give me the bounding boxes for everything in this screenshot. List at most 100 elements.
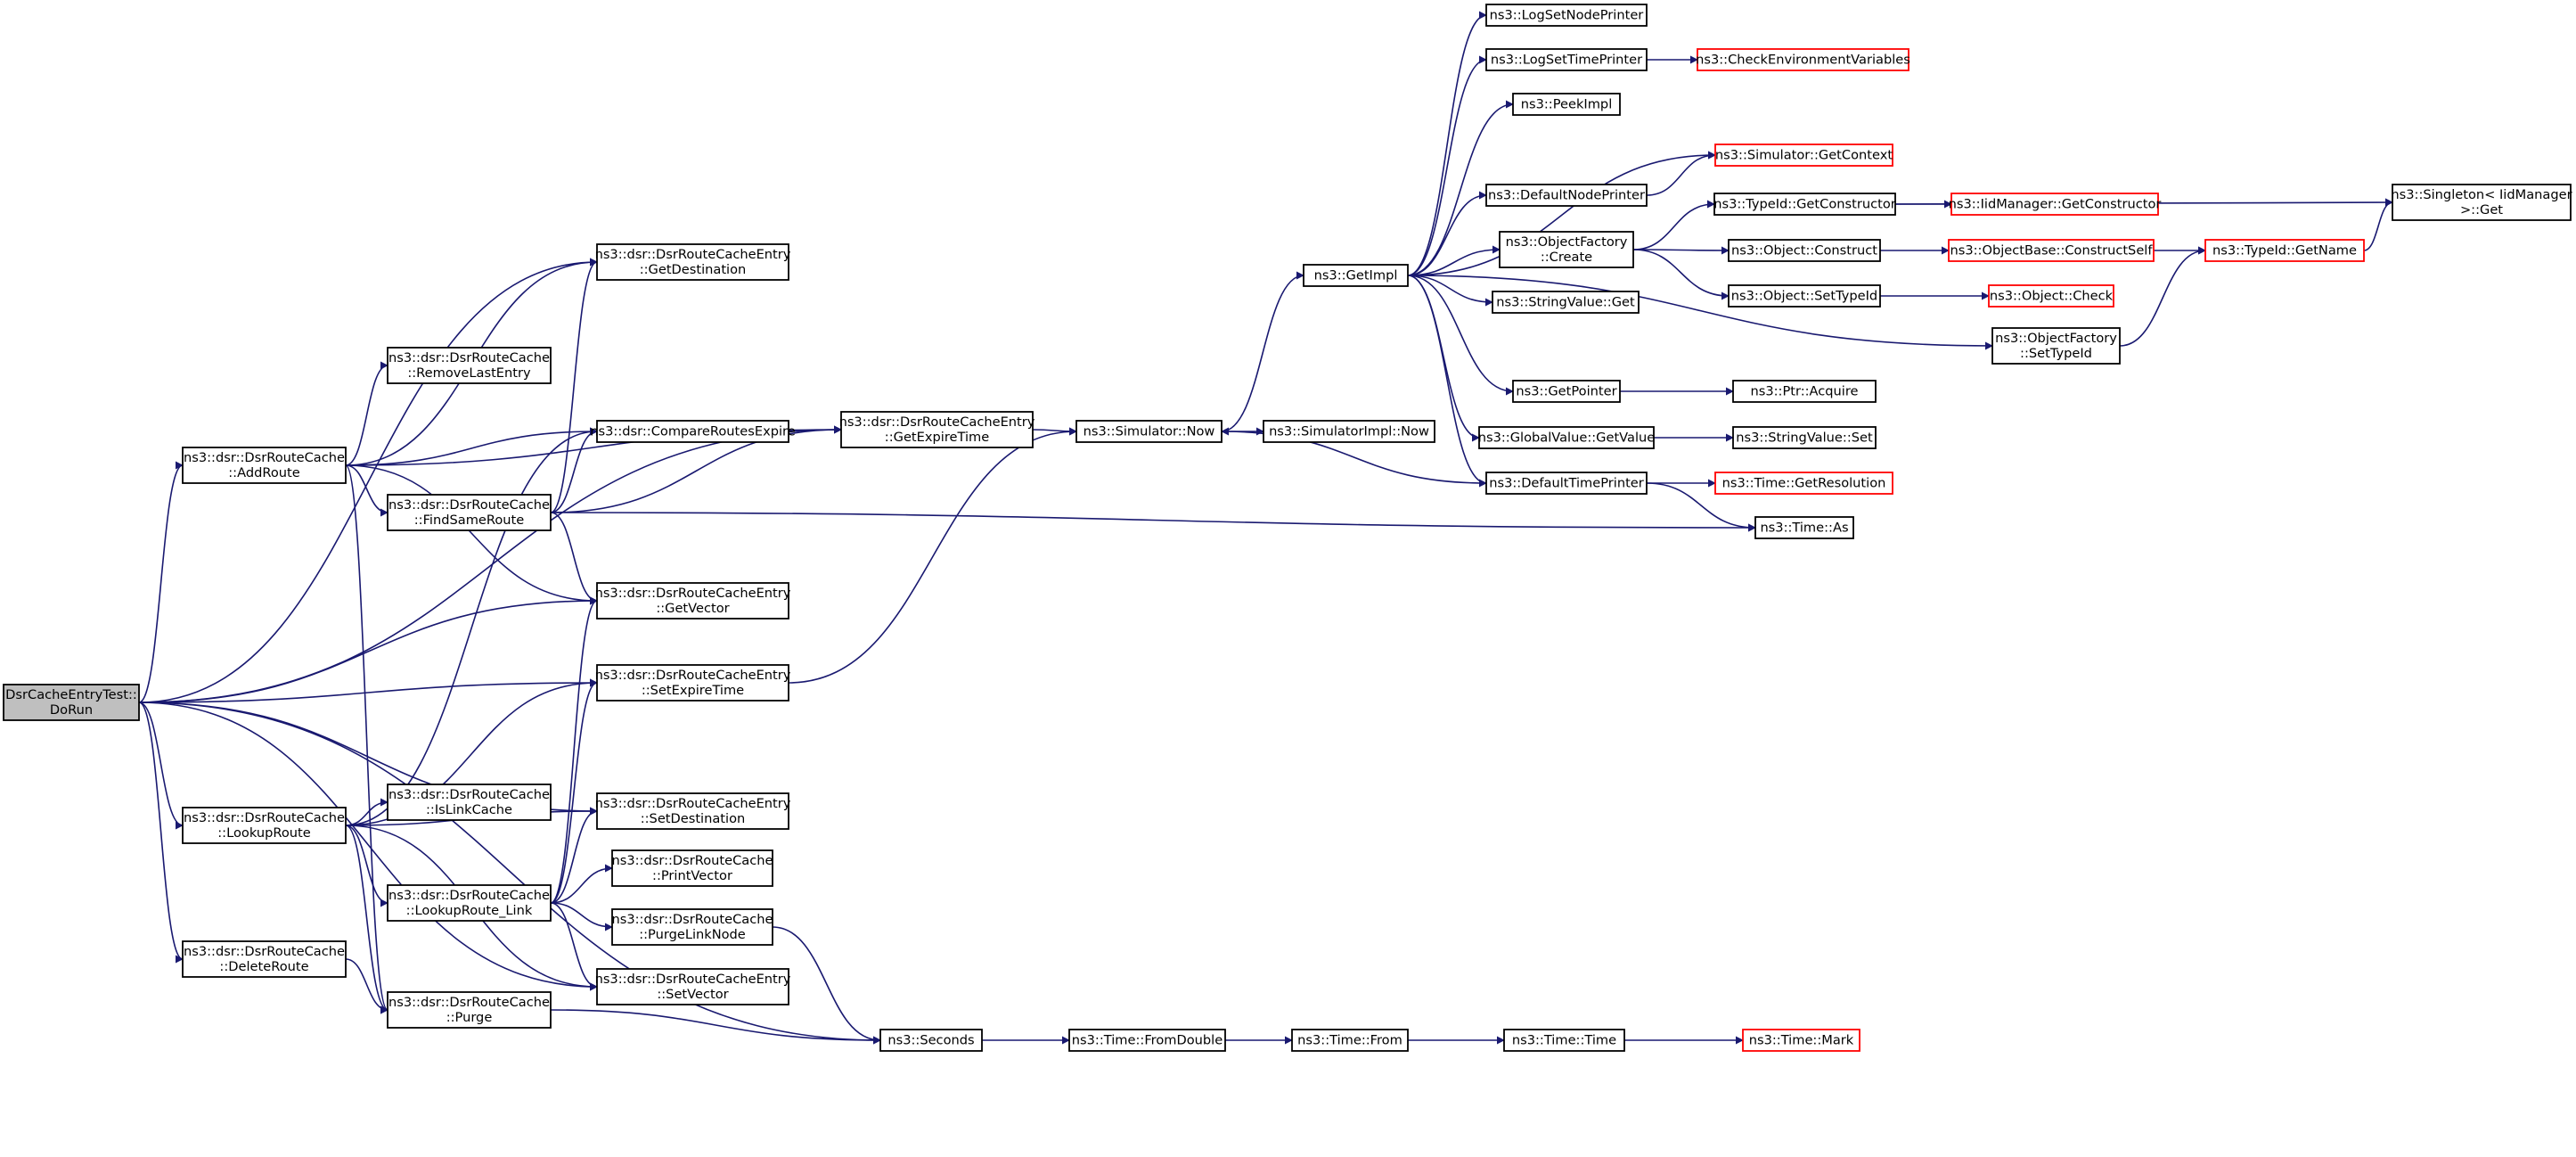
node-label-line: ns3::Time::As [1760,521,1848,536]
call-edge-findsameroute-to-compareroutesexpire [550,427,598,513]
node-label-line: ns3::GetImpl [1314,268,1398,283]
function-node-getexpiretime[interactable]: ns3::dsr::DsrRouteCacheEntry::GetExpireT… [839,411,1035,448]
function-node-logsettimeprinter[interactable]: ns3::LogSetTimePrinter [1485,48,1648,71]
call-edge-getimpl-to-defaulttimeprinter [1407,275,1487,488]
node-label-line: ns3::dsr::DsrRouteCache [184,450,345,465]
node-label-line: ::Purge [446,1010,493,1025]
function-node-singletonget[interactable]: ns3::Singleton< IidManager>::Get [2391,184,2572,221]
function-node-deleteroute[interactable]: ns3::dsr::DsrRouteCache::DeleteRoute [182,940,347,978]
function-node-objectcheck[interactable]: ns3::Object::Check [1988,284,2114,308]
function-node-timeas[interactable]: ns3::Time::As [1754,516,1854,539]
edge-line [1221,271,1304,432]
function-node-getvector[interactable]: ns3::dsr::DsrRouteCacheEntry::GetVector [595,582,791,620]
node-label-line: ns3::Time::Time [1512,1033,1616,1048]
node-label-line: ns3::GlobalValue::GetValue [1478,431,1656,446]
function-node-getimpl[interactable]: ns3::GetImpl [1303,264,1409,287]
function-node-logsetnodeprinter[interactable]: ns3::LogSetNodePrinter [1485,4,1648,27]
function-node-timemark[interactable]: ns3::Time::Mark [1742,1029,1860,1052]
function-node-objfactorysettypeid[interactable]: ns3::ObjectFactory::SetTypeId [1991,327,2121,365]
function-node-typeidgetconstructor[interactable]: ns3::TypeId::GetConstructor [1713,193,1896,216]
function-node-fromdouble[interactable]: ns3::Time::FromDouble [1068,1029,1226,1052]
node-label-line: ns3::dsr::DsrRouteCacheEntry [595,586,791,601]
node-box [611,849,773,887]
edge-line [550,425,842,513]
node-label-line: ns3::Time::Mark [1749,1033,1854,1048]
call-edge-lookuproute_link-to-setdestination [550,807,598,904]
function-node-typeidgetname[interactable]: ns3::TypeId::GetName [2204,239,2365,262]
node-box [1485,472,1648,495]
node-label-line: ns3::dsr::DsrRouteCache [611,912,773,927]
call-edge-lookuproute-to-lookuproute_link [345,825,388,907]
function-node-objfactorycreate[interactable]: ns3::ObjectFactory::Create [1499,231,1634,268]
node-label-line: ::LookupRoute_Link [406,903,533,918]
node-box [596,968,789,1005]
edge-line [345,464,388,517]
function-node-compareroutesexpire[interactable]: ns3::dsr::CompareRoutesExpire [590,420,796,443]
node-label-line: ns3::dsr::DsrRouteCacheEntry [839,414,1035,430]
function-node-seconds[interactable]: ns3::Seconds [879,1029,983,1052]
function-node-setexpiretime[interactable]: ns3::dsr::DsrRouteCacheEntry::SetExpireT… [595,664,791,702]
edge-line [550,512,598,605]
function-node-iidgetconstructor[interactable]: ns3::IidManager::GetConstructor [1949,193,2162,216]
node-label-line: ::SetDestination [641,811,746,826]
function-node-defaultnodeprinter[interactable]: ns3::DefaultNodePrinter [1485,184,1648,207]
node-label-line: ns3::Simulator::Now [1084,424,1215,439]
node-label-line: ns3::LogSetTimePrinter [1491,53,1642,68]
function-node-stringvalueget[interactable]: ns3::StringValue::Get [1492,291,1640,314]
edge-line [138,702,598,991]
function-node-lookuproute_link[interactable]: ns3::dsr::DsrRouteCache::LookupRoute_Lin… [387,884,552,922]
function-node-islinkcache[interactable]: ns3::dsr::DsrRouteCache::IsLinkCache [387,784,552,821]
function-node-peekimpl[interactable]: ns3::PeekImpl [1512,93,1621,116]
function-node-globalvaluegetvalue[interactable]: ns3::GlobalValue::GetValue [1478,426,1656,449]
call-edge-getimpl-to-defaultnodeprinter [1407,191,1487,276]
function-node-printvector[interactable]: ns3::dsr::DsrRouteCache::PrintVector [611,849,773,887]
node-box [2392,184,2572,221]
node-box [1512,93,1621,116]
function-node-simgetcontext[interactable]: ns3::Simulator::GetContext [1714,144,1893,167]
call-edge-dorun-to-seconds [138,702,881,1045]
function-node-ptracquire[interactable]: ns3::Ptr::Acquire [1732,380,1877,403]
call-edge-dorun-to-setexpiretime [138,678,598,703]
node-box [182,447,347,484]
function-node-removelastentry[interactable]: ns3::dsr::DsrRouteCache::RemoveLastEntry [387,347,552,384]
function-node-purge[interactable]: ns3::dsr::DsrRouteCache::Purge [387,991,552,1029]
function-node-dorun[interactable]: DsrCacheEntryTest::DoRun [3,684,140,721]
function-node-timegetresolution[interactable]: ns3::Time::GetResolution [1714,472,1893,495]
node-label-line: ns3::ObjectFactory [1506,234,1628,250]
function-node-timefrom[interactable]: ns3::Time::From [1291,1029,1409,1052]
call-edge-addroute-to-purge [345,464,388,1014]
function-node-getdestination[interactable]: ns3::dsr::DsrRouteCacheEntry::GetDestina… [595,243,791,281]
function-node-addroute[interactable]: ns3::dsr::DsrRouteCache::AddRoute [182,447,347,484]
function-node-lookuproute[interactable]: ns3::dsr::DsrRouteCache::LookupRoute [182,807,347,844]
node-box [1499,231,1634,268]
node-label-line: ::SetVector [657,987,728,1002]
function-node-constructself[interactable]: ns3::ObjectBase::ConstructSelf [1948,239,2155,262]
function-node-simnow[interactable]: ns3::Simulator::Now [1075,420,1223,443]
node-label-line: ns3::dsr::DsrRouteCacheEntry [595,668,791,683]
function-node-objectconstruct[interactable]: ns3::Object::Construct [1728,239,1881,262]
node-box [596,664,789,702]
node-label-line: DoRun [50,702,93,718]
function-node-objectsettypeid[interactable]: ns3::Object::SetTypeId [1728,284,1881,308]
node-label-line: ::SetExpireTime [642,683,744,698]
edge-line [1032,427,1077,436]
edge-line [138,258,598,703]
function-node-setdestination[interactable]: ns3::dsr::DsrRouteCacheEntry::SetDestina… [595,792,791,830]
function-node-getpointer[interactable]: ns3::GetPointer [1512,380,1621,403]
function-node-findsameroute[interactable]: ns3::dsr::DsrRouteCache::FindSameRoute [387,494,552,531]
function-node-simimplnow[interactable]: ns3::SimulatorImpl::Now [1263,420,1435,443]
call-edge-lookuproute-to-purge [345,825,388,1014]
function-node-timetime[interactable]: ns3::Time::Time [1503,1029,1625,1052]
call-edge-objfactorycreate-to-typeidgetconstructor [1632,200,1715,250]
call-edge-typeidgetname-to-singletonget [2363,198,2393,251]
function-node-purgelinknode[interactable]: ns3::dsr::DsrRouteCache::PurgeLinkNode [611,908,773,946]
function-node-defaulttimeprinter[interactable]: ns3::DefaultTimePrinter [1485,472,1648,495]
node-box [3,684,140,721]
node-box [1988,284,2114,308]
node-label-line: ns3::dsr::DsrRouteCache [388,787,550,802]
function-node-setvector[interactable]: ns3::dsr::DsrRouteCacheEntry::SetVector [595,968,791,1005]
node-label-line: ::PrintVector [652,868,732,883]
edge-line [1407,275,1487,488]
function-node-checkenv[interactable]: ns3::CheckEnvironmentVariables [1696,48,1910,71]
function-node-stringvalueset[interactable]: ns3::StringValue::Set [1732,426,1877,449]
